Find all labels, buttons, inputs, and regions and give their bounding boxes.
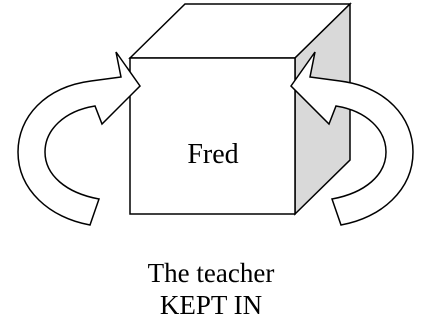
cube-front-face — [129, 57, 296, 215]
caption-line-2: KEPT IN — [160, 290, 262, 320]
box-label: Fred — [187, 139, 238, 170]
caption-line-1: The teacher — [148, 258, 275, 288]
cube — [128, 2, 352, 216]
curved-arrow-clockwise-icon — [17, 51, 141, 226]
curved-arrow-counterclockwise-icon — [290, 51, 414, 226]
